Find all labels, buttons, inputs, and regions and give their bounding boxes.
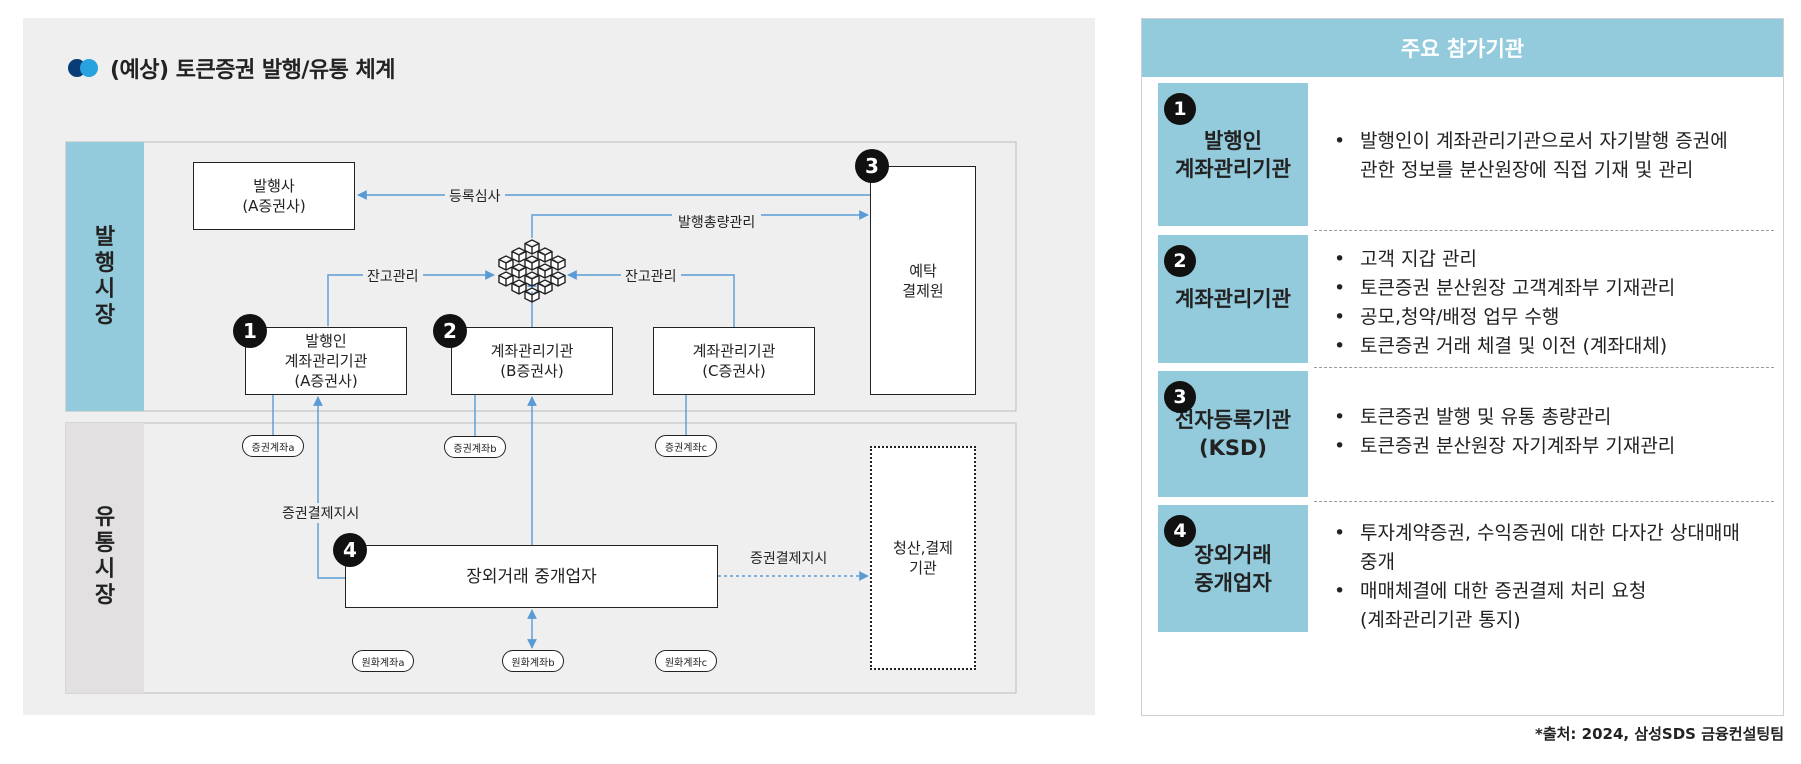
participant-badge-3: 3 bbox=[1164, 381, 1196, 413]
row-separator bbox=[1314, 501, 1774, 502]
participant-duties-2: 고객 지갑 관리토큰증권 분산원장 고객계좌부 기재관리공모,청약/배정 업무 … bbox=[1332, 245, 1675, 361]
a-line1: 발행인 bbox=[305, 332, 347, 350]
cube-icon bbox=[550, 255, 566, 271]
label-balance-mgmt-right: 잔고관리 bbox=[621, 266, 681, 286]
source-note: *출처: 2024, 삼성SDS 금융컨설팅팀 bbox=[1534, 725, 1784, 743]
cube-icon bbox=[524, 287, 540, 303]
ksd-box: 예탁 결제원 bbox=[870, 166, 976, 395]
participant-name-line: 장외거래 bbox=[1194, 542, 1272, 567]
badge-4: 4 bbox=[333, 533, 367, 567]
clearing-institution-box: 청산,결제 기관 bbox=[870, 446, 976, 670]
participant-name-line: 계좌관리기관 bbox=[1175, 287, 1291, 311]
participant-name-line: (KSD) bbox=[1198, 436, 1268, 460]
participant-name-line: 발행인 bbox=[1204, 128, 1262, 153]
a-line3: (A증권사) bbox=[294, 372, 358, 390]
ksd-line2: 결제원 bbox=[902, 281, 944, 300]
ksd-line1: 예탁 bbox=[909, 261, 937, 280]
cube-icon bbox=[537, 247, 553, 263]
arrow-balance-left bbox=[327, 270, 495, 326]
participant-duties-3: 토큰증권 발행 및 유통 총량관리토큰증권 분산원장 자기계좌부 기재관리 bbox=[1332, 403, 1675, 461]
cube-icon bbox=[537, 279, 553, 295]
badge-2: 2 bbox=[433, 314, 467, 348]
b-line1: 계좌관리기관 bbox=[490, 342, 574, 360]
c-line2: (C증권사) bbox=[702, 362, 766, 380]
panel-header: 주요 참가기관 bbox=[1142, 19, 1783, 77]
duty-item: 토큰증권 거래 체결 및 이전 (계좌대체) bbox=[1332, 332, 1675, 361]
cash-account-b: 원화계좌b bbox=[502, 650, 564, 672]
label-settlement-instr-right: 증권결제지시 bbox=[750, 551, 828, 567]
label-registration-review: 등록심사 bbox=[445, 186, 505, 206]
blockchain-network-icon bbox=[498, 239, 566, 303]
participant-name-line: 중개업자 bbox=[1194, 570, 1272, 595]
duty-item: 토큰증권 분산원장 자기계좌부 기재관리 bbox=[1332, 432, 1675, 461]
duty-item: 고객 지갑 관리 bbox=[1332, 245, 1675, 274]
otc-broker-box: 장외거래 중개업자 bbox=[345, 545, 718, 608]
participant-badge-2: 2 bbox=[1164, 245, 1196, 277]
cube-icon bbox=[498, 271, 514, 287]
cube-icon bbox=[511, 279, 527, 295]
participant-badge-4: 4 bbox=[1164, 515, 1196, 547]
account-institution-c-box: 계좌관리기관 (C증권사) bbox=[653, 327, 815, 395]
row-separator bbox=[1314, 230, 1774, 231]
issuer-account-institution-box: 발행인 계좌관리기관 (A증권사) bbox=[245, 327, 407, 395]
diagram-title-text: (예상) 토큰증권 발행/유통 체계 bbox=[110, 58, 396, 83]
participant-card-2: 2 계좌관리기관 bbox=[1158, 235, 1308, 363]
issuer-box: 발행사 (A증권사) bbox=[193, 162, 355, 230]
badge-3: 3 bbox=[855, 149, 889, 183]
label-total-issue-mgmt: 발행총량관리 bbox=[672, 212, 762, 232]
title-dots-icon bbox=[68, 58, 102, 78]
cube-icon bbox=[537, 263, 553, 279]
label-settlement-instr-left: 증권결제지시 bbox=[280, 503, 362, 523]
issuer-line2: (A증권사) bbox=[242, 197, 306, 215]
cash-account-c: 원화계좌c bbox=[655, 650, 717, 672]
participant-name-line: 계좌관리기관 bbox=[1175, 156, 1291, 181]
cube-icon bbox=[498, 255, 514, 271]
label-balance-mgmt-left: 잔고관리 bbox=[363, 266, 423, 286]
clearing-line1: 청산,결제 bbox=[893, 539, 953, 557]
sec-account-b: 증권계좌b bbox=[444, 436, 506, 458]
a-line2: 계좌관리기관 bbox=[284, 352, 368, 370]
cube-icon bbox=[524, 255, 540, 271]
issue-market-label-bg bbox=[66, 142, 144, 411]
participant-badge-1: 1 bbox=[1164, 93, 1196, 125]
b-line2: (B증권사) bbox=[500, 362, 564, 380]
issuer-line1: 발행사 bbox=[253, 177, 295, 195]
arrow-settlement-left bbox=[313, 396, 345, 579]
row-separator bbox=[1314, 367, 1774, 368]
diagram-title: (예상) 토큰증권 발행/유통 체계 bbox=[68, 52, 396, 84]
participant-name-line: 전자등록기관 bbox=[1175, 408, 1291, 432]
cube-icon bbox=[550, 271, 566, 287]
duty-item: 토큰증권 분산원장 고객계좌부 기재관리 bbox=[1332, 274, 1675, 303]
cube-icon bbox=[511, 247, 527, 263]
duty-item: 공모,청약/배정 업무 수행 bbox=[1332, 303, 1675, 332]
account-institution-b-box: 계좌관리기관 (B증권사) bbox=[451, 327, 613, 395]
cube-icon bbox=[524, 271, 540, 287]
otc-broker-text: 장외거래 중개업자 bbox=[466, 566, 597, 587]
duty-item: 토큰증권 발행 및 유통 총량관리 bbox=[1332, 403, 1675, 432]
cube-icon bbox=[511, 263, 527, 279]
duty-item: 투자계약증권, 수익증권에 대한 다자간 상대매매 중개 bbox=[1332, 519, 1740, 577]
participant-duties-4: 투자계약증권, 수익증권에 대한 다자간 상대매매 중개매매체결에 대한 증권결… bbox=[1332, 519, 1740, 635]
duty-item: 발행인이 계좌관리기관으로서 자기발행 증권에 관한 정보를 분산원장에 직접 … bbox=[1332, 127, 1728, 185]
c-line1: 계좌관리기관 bbox=[692, 342, 776, 360]
circulation-market-label-bg bbox=[66, 423, 144, 693]
duty-item: 매매체결에 대한 증권결제 처리 요청 (계좌관리기관 통지) bbox=[1332, 577, 1740, 635]
cash-account-a: 원화계좌a bbox=[352, 650, 414, 672]
cube-icon bbox=[524, 239, 540, 255]
badge-1: 1 bbox=[233, 314, 267, 348]
participant-duties-1: 발행인이 계좌관리기관으로서 자기발행 증권에 관한 정보를 분산원장에 직접 … bbox=[1332, 127, 1728, 185]
sec-account-c: 증권계좌c bbox=[655, 435, 717, 457]
clearing-line2: 기관 bbox=[909, 559, 937, 577]
sec-account-a: 증권계좌a bbox=[242, 435, 304, 457]
